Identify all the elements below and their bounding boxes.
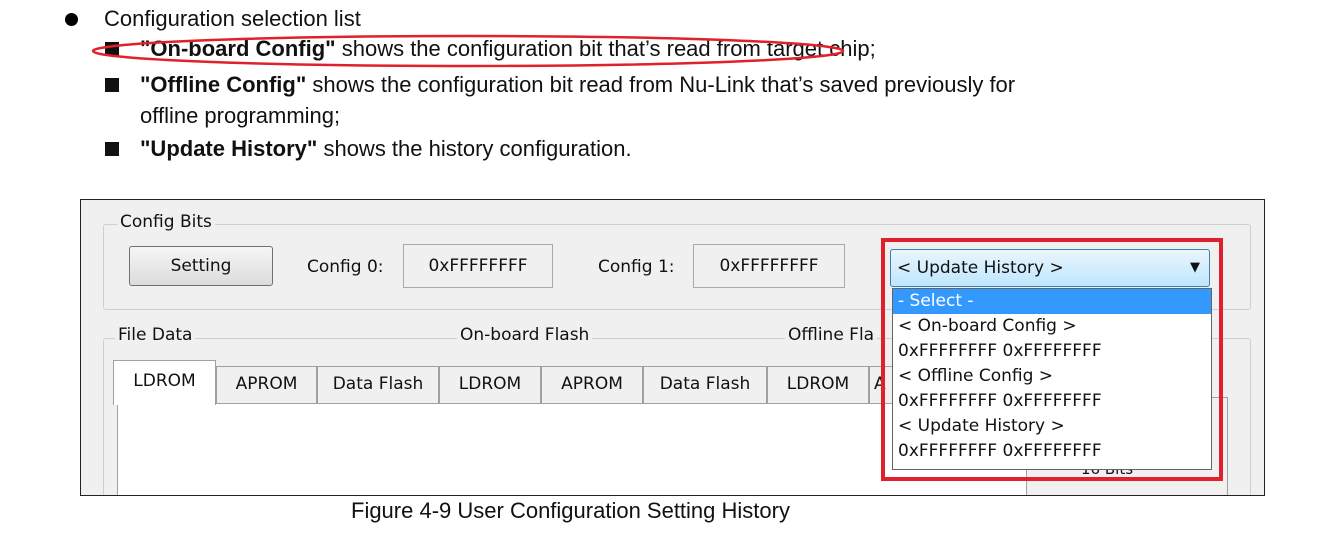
tab-ldrom-onboard[interactable]: LDROM: [439, 366, 541, 403]
setting-button[interactable]: Setting: [129, 246, 273, 286]
config0-field: 0xFFFFFFFF: [403, 244, 553, 288]
config-bits-title: Config Bits: [117, 212, 215, 232]
dropdown-option[interactable]: - Select -: [893, 289, 1211, 314]
file-data-group: [103, 338, 1251, 495]
list-item-history: "Update History" shows the history confi…: [140, 136, 632, 162]
config1-field: 0xFFFFFFFF: [693, 244, 845, 288]
item-text: shows the history configuration.: [317, 136, 632, 161]
screenshot-figure: Config Bits Setting Config 0: 0xFFFFFFFF…: [80, 199, 1265, 496]
tab-aprom-onboard[interactable]: APROM: [541, 366, 643, 403]
config0-label: Config 0:: [307, 257, 384, 277]
dropdown-selected-label: < Update History >: [897, 258, 1064, 278]
chevron-down-icon: ▼: [1190, 260, 1200, 275]
onboard-flash-title: On-board Flash: [457, 325, 593, 345]
tab-ldrom-file[interactable]: LDROM: [113, 360, 216, 405]
history-dropdown[interactable]: < Update History > ▼: [890, 249, 1210, 287]
square-bullet: [105, 78, 119, 92]
dropdown-option[interactable]: < Update History >: [898, 416, 1065, 436]
item-bold: "Offline Config": [140, 72, 307, 97]
item-text: shows the configuration bit read from Nu…: [306, 72, 1016, 97]
tab-ldrom-offline[interactable]: LDROM: [767, 366, 869, 403]
offline-flash-title: Offline Fla: [785, 325, 878, 345]
dropdown-option[interactable]: < On-board Config >: [898, 316, 1077, 336]
list-item-offline-cont: offline programming;: [140, 103, 341, 128]
list-item-offline: "Offline Config" shows the configuration…: [140, 72, 1015, 98]
tab-dataflash-file[interactable]: Data Flash: [317, 366, 439, 403]
red-highlight-box: [881, 238, 1223, 481]
tab-dataflash-onboard[interactable]: Data Flash: [643, 366, 767, 403]
item-bold: "Update History": [140, 136, 318, 161]
config-bits-group: [103, 224, 1251, 310]
dropdown-option[interactable]: 0xFFFFFFFF 0xFFFFFFFF: [898, 391, 1102, 411]
figure-caption: Figure 4-9 User Configuration Setting Hi…: [351, 498, 790, 523]
config1-label: Config 1:: [598, 257, 675, 277]
square-bullet: [105, 142, 119, 156]
dropdown-option[interactable]: < Offline Config >: [898, 366, 1054, 386]
dropdown-option[interactable]: 0xFFFFFFFF 0xFFFFFFFF: [898, 341, 1102, 361]
item-text: shows the configuration bit that’s read …: [335, 36, 876, 61]
red-ellipse-annotation: [91, 34, 845, 68]
bullet-dot: [65, 13, 78, 26]
dropdown-option[interactable]: 0xFFFFFFFF 0xFFFFFFFF: [898, 441, 1102, 461]
list-item-onboard: "On-board Config" shows the configuratio…: [140, 36, 876, 62]
dropdown-list: - Select - < On-board Config > 0xFFFFFFF…: [892, 288, 1212, 470]
list-heading: Configuration selection list: [104, 6, 361, 31]
tab-aprom-file[interactable]: APROM: [216, 366, 317, 403]
file-data-title: File Data: [115, 325, 196, 345]
